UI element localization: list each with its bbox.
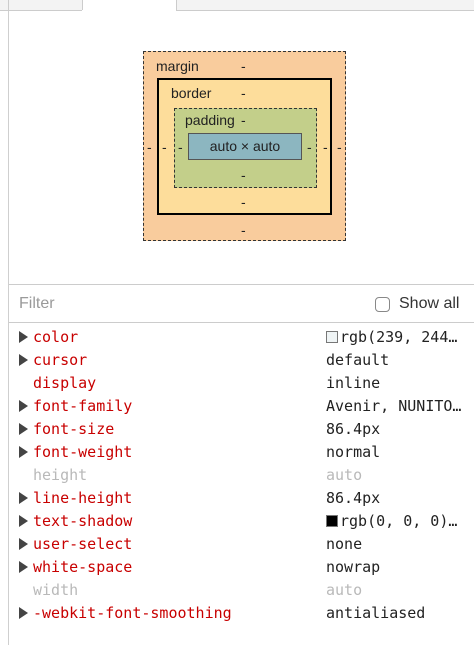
property-value: auto: [326, 581, 363, 599]
property-row[interactable]: width auto: [9, 579, 474, 602]
padding-label: padding: [185, 112, 235, 128]
property-name: white-space: [33, 558, 133, 576]
property-name: -webkit-font-smoothing: [33, 604, 232, 622]
expand-triangle-icon[interactable]: [19, 561, 28, 573]
tab-separator: [8, 0, 9, 10]
expand-triangle-icon[interactable]: [19, 354, 28, 366]
expand-triangle-icon[interactable]: [19, 492, 28, 504]
property-row[interactable]: color rgb(239, 244…: [9, 326, 474, 349]
property-row[interactable]: display inline: [9, 372, 474, 395]
expand-triangle-icon[interactable]: [19, 423, 28, 435]
property-value: inline: [326, 374, 381, 392]
show-all-label: Show all: [399, 295, 460, 312]
padding-top-value[interactable]: -: [241, 112, 246, 128]
property-row[interactable]: user-select none: [9, 533, 474, 556]
show-all-checkbox[interactable]: [375, 296, 390, 312]
expand-triangle-icon[interactable]: [19, 538, 28, 550]
margin-bottom-value[interactable]: -: [241, 222, 246, 238]
color-swatch[interactable]: [326, 515, 338, 527]
computed-properties-list: color rgb(239, 244… cursor default displ…: [9, 326, 474, 625]
border-bottom-value[interactable]: -: [241, 194, 246, 210]
property-name: font-size: [33, 420, 115, 438]
margin-left-value[interactable]: -: [147, 139, 152, 155]
property-row[interactable]: white-space nowrap: [9, 556, 474, 579]
property-value: nowrap: [326, 558, 381, 576]
property-row[interactable]: height auto: [9, 464, 474, 487]
show-all-toggle[interactable]: Show all: [375, 294, 459, 314]
filter-bar: Show all: [9, 284, 474, 323]
property-row[interactable]: line-height 86.4px: [9, 487, 474, 510]
property-row[interactable]: font-size 86.4px: [9, 418, 474, 441]
property-row[interactable]: text-shadow rgb(0, 0, 0)…: [9, 510, 474, 533]
margin-top-value[interactable]: -: [241, 58, 246, 74]
property-value: antialiased: [326, 604, 426, 622]
padding-right-value[interactable]: -: [307, 139, 312, 155]
property-name: display: [33, 374, 97, 392]
property-value: rgb(0, 0, 0)…: [326, 512, 472, 530]
property-name: font-weight: [33, 443, 133, 461]
property-value: normal: [326, 443, 381, 461]
tab-separator: [176, 0, 177, 10]
border-right-value[interactable]: -: [323, 139, 328, 155]
property-value: rgb(239, 244…: [326, 328, 472, 346]
tab-separator: [82, 0, 83, 10]
property-row[interactable]: font-weight normal: [9, 441, 474, 464]
border-label: border: [171, 85, 212, 101]
property-name: text-shadow: [33, 512, 133, 530]
panel-tabstrip: [0, 0, 474, 11]
expand-triangle-icon[interactable]: [19, 331, 28, 343]
expand-triangle-icon[interactable]: [19, 515, 28, 527]
property-row[interactable]: font-family Avenir, NUNITO…: [9, 395, 474, 418]
property-name: width: [33, 581, 79, 599]
border-left-value[interactable]: -: [162, 139, 167, 155]
property-name: line-height: [33, 489, 133, 507]
expand-triangle-icon[interactable]: [19, 607, 28, 619]
margin-label: margin: [156, 58, 199, 74]
property-name: cursor: [33, 351, 88, 369]
property-name: height: [33, 466, 88, 484]
filter-input[interactable]: [19, 285, 319, 322]
color-swatch[interactable]: [326, 331, 338, 343]
property-value: 86.4px: [326, 420, 381, 438]
panel-left-border: [8, 11, 9, 645]
property-value: 86.4px: [326, 489, 381, 507]
expand-triangle-icon[interactable]: [19, 446, 28, 458]
tab-active[interactable]: [82, 0, 176, 11]
property-value: none: [326, 535, 363, 553]
padding-left-value[interactable]: -: [178, 139, 183, 155]
margin-right-value[interactable]: -: [337, 139, 342, 155]
property-name: user-select: [33, 535, 133, 553]
padding-bottom-value[interactable]: -: [241, 167, 246, 183]
property-value: default: [326, 351, 390, 369]
property-name: font-family: [33, 397, 133, 415]
expand-triangle-icon[interactable]: [19, 400, 28, 412]
property-name: color: [33, 328, 79, 346]
property-row[interactable]: cursor default: [9, 349, 474, 372]
property-value: Avenir, NUNITO…: [326, 397, 462, 415]
box-model-content[interactable]: auto × auto: [188, 133, 302, 160]
property-row[interactable]: -webkit-font-smoothing antialiased: [9, 602, 474, 625]
border-top-value[interactable]: -: [241, 85, 246, 101]
property-value: auto: [326, 466, 363, 484]
property-value-text: rgb(239, 244…: [340, 328, 458, 346]
property-value-text: rgb(0, 0, 0)…: [340, 512, 458, 530]
